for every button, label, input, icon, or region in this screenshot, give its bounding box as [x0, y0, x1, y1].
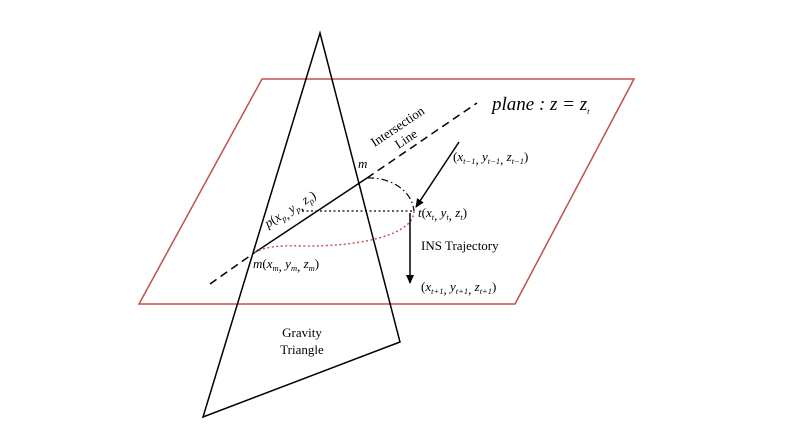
plane-equation-label: plane : z = zt [490, 94, 590, 116]
point-t-label: t(xt, yt, zt) [418, 205, 467, 223]
plane-parallelogram [137, 78, 636, 305]
ins-arrow-in [415, 141, 460, 208]
intersection-line-label: Intersection Line [368, 103, 428, 152]
intersection-line-segment [253, 177, 368, 254]
point-m-top-label: m [358, 156, 367, 171]
gravity-label-line2: Triangle [280, 342, 324, 357]
m-to-t-arc [366, 177, 415, 212]
point-t-next-label: (xt+1, yt+1, zt+1) [421, 279, 496, 297]
intersection-line-dashed-upper [366, 102, 478, 179]
intersection-line-dashed-lower [209, 252, 255, 285]
t-to-m-red-arc [253, 210, 415, 254]
gravity-triangle [201, 30, 401, 419]
gravity-label-line1: Gravity [282, 325, 322, 340]
point-m-label: m(xm, ym, zm) [253, 256, 319, 274]
point-t-prev-label: (xt−1, yt−1, zt−1) [453, 149, 528, 167]
ins-trajectory-label: INS Trajectory [421, 238, 499, 253]
